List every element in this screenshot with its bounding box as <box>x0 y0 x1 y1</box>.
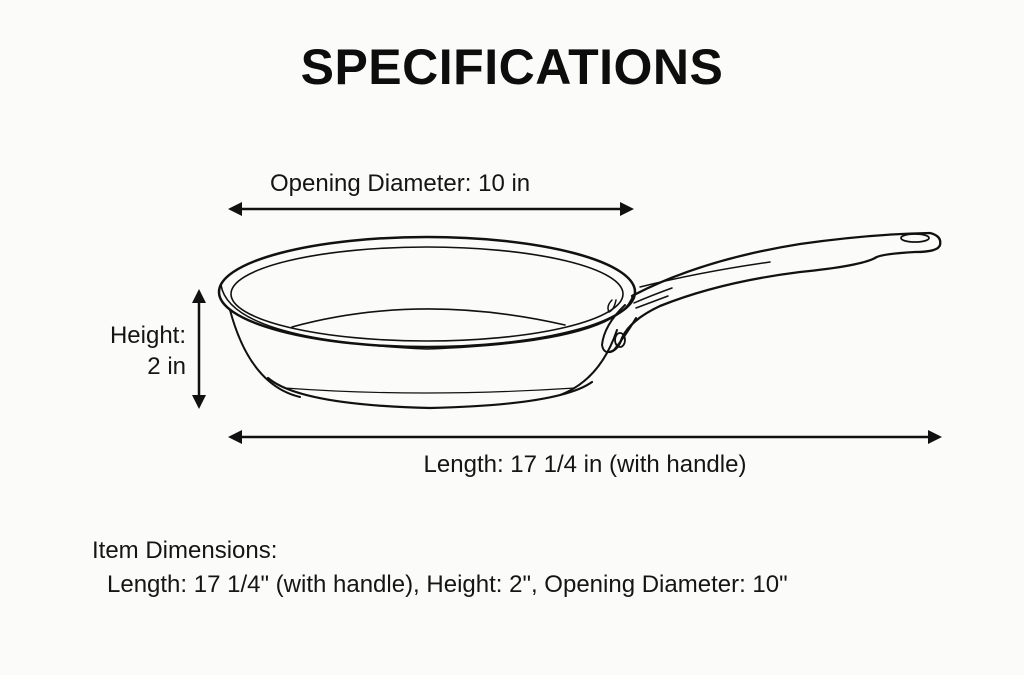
pan-icon <box>217 235 637 410</box>
handle-icon <box>601 231 942 354</box>
height-label-line1: Height: <box>109 322 186 349</box>
height-arrow <box>192 289 206 409</box>
item-dimensions-heading: Item Dimensions: <box>92 537 278 564</box>
height-label-line2: 2 in <box>147 353 186 380</box>
page-title: SPECIFICATIONS <box>300 39 724 95</box>
opening-diameter-label: Opening Diameter: 10 in <box>270 170 531 197</box>
length-arrow <box>228 430 942 444</box>
diameter-arrow <box>228 202 634 216</box>
item-dimensions-summary: Length: 17 1/4" (with handle), Height: 2… <box>107 571 788 598</box>
height-label: Height: 2 in <box>110 320 186 382</box>
length-label: Length: 17 1/4 in (with handle) <box>423 451 747 478</box>
